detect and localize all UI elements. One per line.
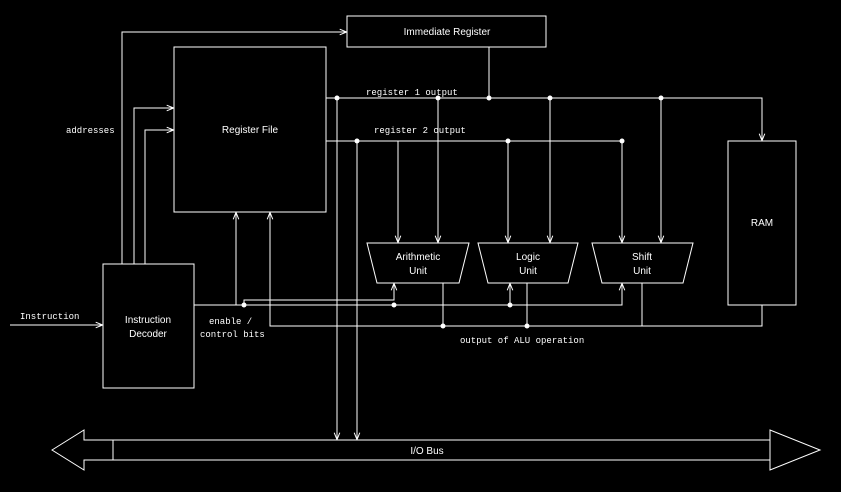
- alu-output-label: output of ALU operation: [460, 336, 584, 346]
- addresses-label: addresses: [66, 126, 115, 136]
- io-bus-label: I/O Bus: [410, 446, 443, 457]
- register2-output-label: register 2 output: [374, 126, 466, 136]
- wires: [10, 32, 762, 439]
- ram: RAM: [727, 140, 797, 306]
- junctions: [241, 95, 664, 329]
- shift-unit: Shift Unit: [591, 242, 694, 284]
- io-bus: I/O Bus: [51, 429, 822, 471]
- arithmetic-unit-label-2: Unit: [409, 266, 427, 277]
- logic-unit: Logic Unit: [477, 242, 579, 284]
- enable-label-2: control bits: [200, 330, 265, 340]
- immediate-register-label: Immediate Register: [404, 27, 491, 38]
- instruction-label: Instruction: [20, 312, 79, 322]
- register-file-label: Register File: [222, 125, 279, 136]
- immediate-register: Immediate Register: [346, 15, 547, 48]
- ram-label: RAM: [751, 218, 773, 229]
- arithmetic-unit: Arithmetic Unit: [366, 242, 470, 284]
- shift-unit-label-2: Unit: [633, 266, 651, 277]
- instruction-decoder-label-1: Instruction: [125, 315, 171, 326]
- register1-output-label: register 1 output: [366, 88, 458, 98]
- register-file: Register File: [173, 46, 327, 213]
- logic-unit-label-1: Logic: [516, 252, 540, 263]
- instruction-decoder-label-2: Decoder: [129, 329, 167, 340]
- enable-label-1: enable /: [209, 317, 252, 327]
- instruction-decoder: Instruction Decoder: [102, 263, 195, 389]
- arithmetic-unit-label-1: Arithmetic: [396, 252, 440, 263]
- logic-unit-label-2: Unit: [519, 266, 537, 277]
- shift-unit-label-1: Shift: [632, 252, 652, 263]
